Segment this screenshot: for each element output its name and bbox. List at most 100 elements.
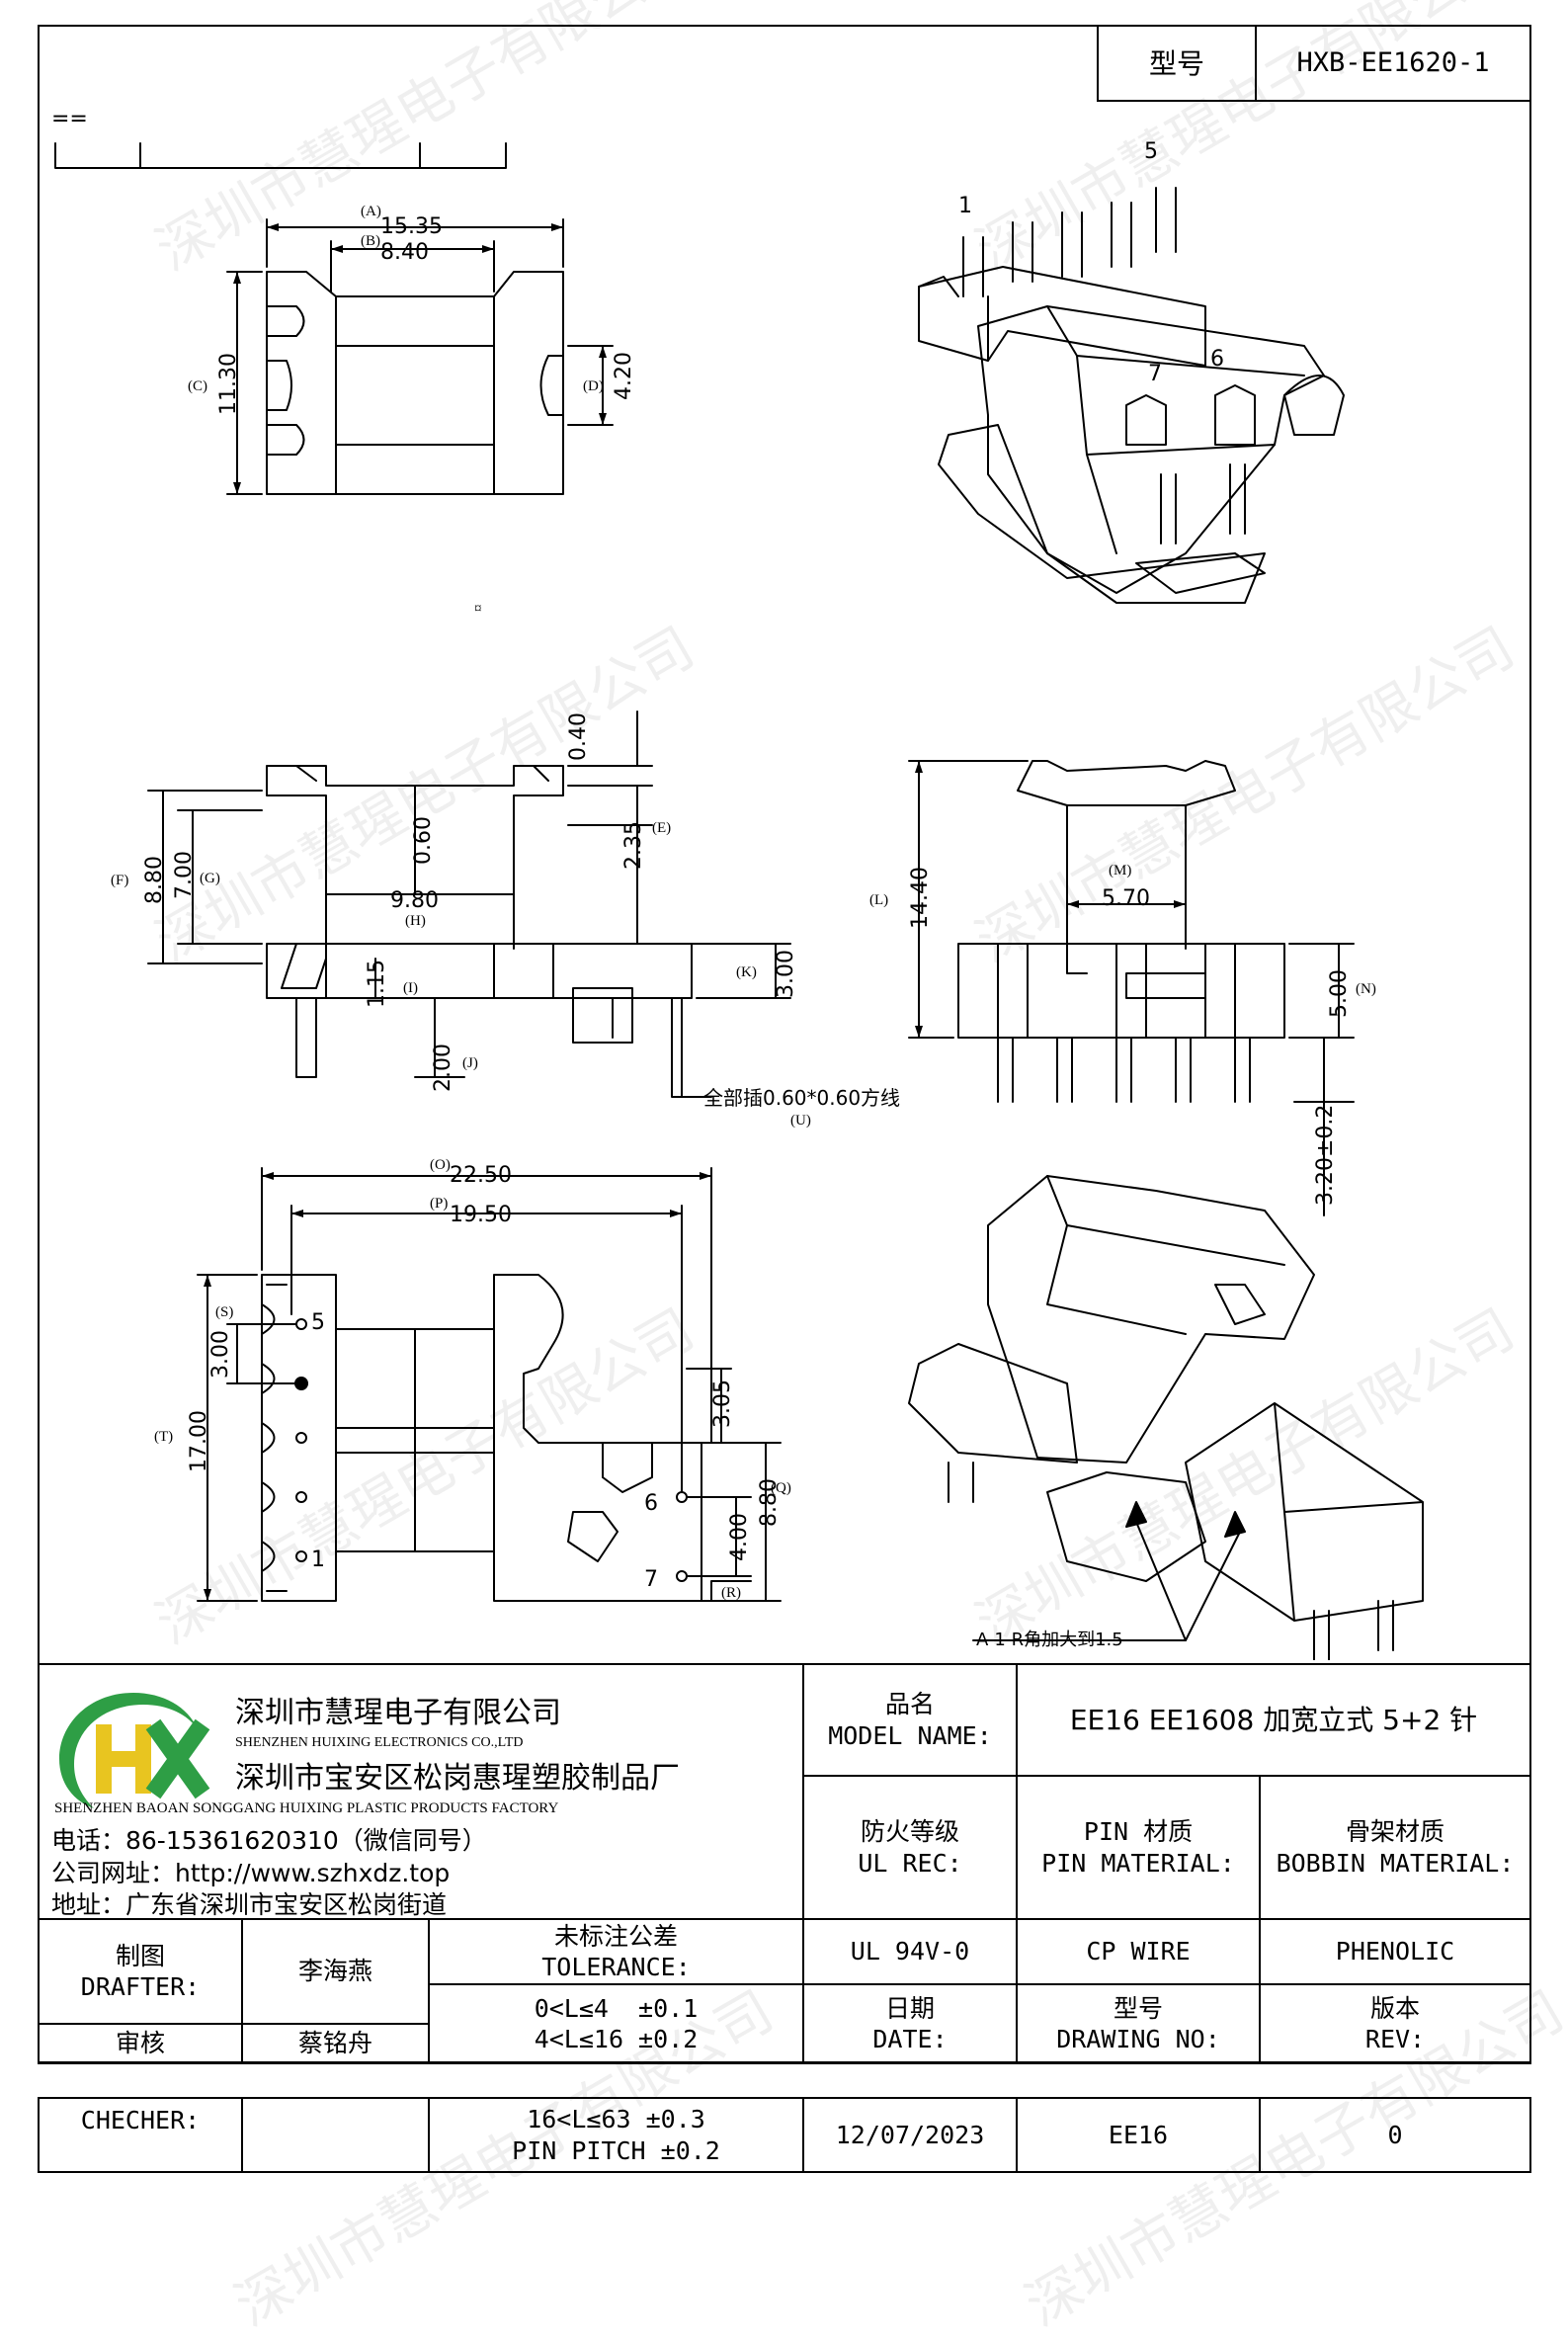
dim-c-label: (C) xyxy=(188,378,207,394)
drafter-en: DRAFTER: xyxy=(80,1972,201,2001)
date-en: DATE: xyxy=(872,2025,948,2053)
dim-m-label: (M) xyxy=(1109,863,1131,878)
factory-name-en: SHENZHEN BAOAN SONGGANG HUIXING PLASTIC … xyxy=(54,1800,559,1816)
tolerance-en: TOLERANCE: xyxy=(541,1953,691,1981)
dim-p-label: (P) xyxy=(430,1196,448,1212)
dim-k-label: (K) xyxy=(736,964,757,980)
iso-pin6: 6 xyxy=(1210,347,1224,372)
ul-rec-label: 防火等级 UL REC: xyxy=(802,1775,1018,1920)
model-name-value: EE16 EE1608 加宽立式 5+2 针 xyxy=(1016,1663,1531,1777)
ul-rec-en: UL REC: xyxy=(858,1848,962,1878)
dim-040: 0.40 xyxy=(566,712,591,761)
tol-line-4: PIN PITCH ±0.2 xyxy=(512,2135,720,2165)
dim-l-value: 14.40 xyxy=(908,867,933,929)
ul-value-text: UL 94V-0 xyxy=(850,1937,970,1966)
drawing-no-value-text: EE16 xyxy=(1108,2120,1169,2149)
dim-c-value: 11.30 xyxy=(216,353,241,415)
tolerance-values-1: 0<L≤4 ±0.1 4<L≤16 ±0.2 xyxy=(428,1983,804,2064)
dim-i-value: 1.15 xyxy=(365,960,389,1008)
date-label: 日期 DATE: xyxy=(802,1983,1018,2064)
dim-d-value: 4.20 xyxy=(612,352,636,400)
checker-empty xyxy=(241,2097,430,2173)
dim-q-value: 8.80 xyxy=(757,1478,782,1527)
rev-value: 0 xyxy=(1259,2097,1531,2173)
dim-b-label: (B) xyxy=(361,233,380,249)
dim-p-value: 19.50 xyxy=(450,1203,512,1227)
dim-f-label: (F) xyxy=(111,873,128,888)
dim-o-label: (O) xyxy=(430,1157,451,1173)
company-address: 地址：广东省深圳市宝安区松岗街道 xyxy=(51,1890,448,1919)
bottom-pin5: 5 xyxy=(311,1310,325,1335)
model-name-value-text: EE16 EE1608 加宽立式 5+2 针 xyxy=(1069,1704,1478,1736)
drawing-no-cn: 型号 xyxy=(1113,1993,1163,2023)
tol-line-3: 16<L≤63 ±0.3 xyxy=(527,2105,705,2134)
corner-note: A-1 R角加大到1.5 xyxy=(976,1630,1123,1650)
bobbin-material-label: 骨架材质 BOBBIN MATERIAL: xyxy=(1259,1775,1531,1920)
dim-i-label: (I) xyxy=(403,980,418,996)
pin-note: 全部插0.60*0.60方线 xyxy=(703,1086,900,1110)
header-model-value-text: HXB-EE1620-1 xyxy=(1296,47,1490,79)
company-website: 公司网址：http://www.szhxdz.top xyxy=(51,1859,451,1887)
checker-en: CHECHER: xyxy=(80,2106,201,2134)
tolerance-cn: 未标注公差 xyxy=(553,1921,678,1951)
tolerance-label: 未标注公差 TOLERANCE: xyxy=(428,1918,804,1985)
dim-f-value: 8.80 xyxy=(142,856,167,904)
pin-material-cn: PIN 材质 xyxy=(1083,1817,1194,1847)
date-value: 12/07/2023 xyxy=(802,2097,1018,2173)
dim-e-label: (E) xyxy=(652,820,671,836)
pin-value: CP WIRE xyxy=(1016,1918,1261,1985)
bottom-pin1: 1 xyxy=(311,1547,325,1572)
model-name-cn: 品名 xyxy=(884,1690,935,1719)
small-mark: ¤ xyxy=(474,601,482,617)
dim-d-label: (D) xyxy=(583,378,604,394)
dim-h-label: (H) xyxy=(405,913,426,929)
dim-a-value: 15.35 xyxy=(380,214,443,239)
bobbin-material-en: BOBBIN MATERIAL: xyxy=(1276,1848,1515,1878)
dim-l-label: (L) xyxy=(869,892,888,908)
pin-material-label: PIN 材质 PIN MATERIAL: xyxy=(1016,1775,1261,1920)
pin-length: 3.20±0.2 xyxy=(1313,1105,1338,1206)
dim-n-label: (N) xyxy=(1356,981,1376,997)
checker-cn: 审核 xyxy=(115,2029,165,2058)
tol-line-2: 4<L≤16 ±0.2 xyxy=(534,2025,699,2053)
dim-k-value: 3.00 xyxy=(774,950,798,998)
iso-pin5: 5 xyxy=(1144,139,1158,164)
bobbin-value: PHENOLIC xyxy=(1259,1918,1531,1985)
bobbin-value-text: PHENOLIC xyxy=(1335,1937,1455,1966)
dim-e-value: 2.35 xyxy=(621,821,646,870)
rev-en: REV: xyxy=(1364,2025,1426,2053)
bobbin-material-cn: 骨架材质 xyxy=(1345,1817,1444,1847)
dim-j-label: (J) xyxy=(462,1055,478,1071)
dim-h-value: 9.80 xyxy=(390,888,439,913)
drafter-label: 制图 DRAFTER: xyxy=(38,1918,243,2025)
drawing-no-en: DRAWING NO: xyxy=(1056,2025,1220,2053)
ul-value: UL 94V-0 xyxy=(802,1918,1018,1985)
dim-g-value: 7.00 xyxy=(172,851,197,899)
pin-value-text: CP WIRE xyxy=(1086,1937,1191,1966)
checker-name-text: 蔡铭舟 xyxy=(297,2029,372,2058)
rev-cn: 版本 xyxy=(1369,1993,1420,2023)
date-cn: 日期 xyxy=(884,1993,935,2023)
company-name-en: SHENZHEN HUIXING ELECTRONICS CO.,LTD xyxy=(235,1735,524,1750)
rev-value-text: 0 xyxy=(1387,2120,1403,2149)
pin-material-en: PIN MATERIAL: xyxy=(1041,1848,1235,1878)
dim-g-label: (G) xyxy=(200,871,220,886)
ul-rec-cn: 防火等级 xyxy=(860,1817,959,1847)
drafter-name: 李海燕 xyxy=(241,1918,430,2025)
dim-t-label: (T) xyxy=(154,1429,173,1445)
dim-u-label: (U) xyxy=(790,1113,811,1129)
dim-m-value: 5.70 xyxy=(1102,886,1150,911)
company-logo xyxy=(49,1685,217,1813)
tolerance-values-2: 16<L≤63 ±0.3 PIN PITCH ±0.2 xyxy=(428,2097,804,2173)
dim-s-label: (S) xyxy=(215,1304,233,1320)
logo-graphic xyxy=(59,1693,210,1808)
dim-t-value: 17.00 xyxy=(187,1410,211,1472)
dim-q-label: (Q) xyxy=(771,1480,791,1496)
dim-o-value: 22.50 xyxy=(450,1163,512,1188)
dim-r-label: (R) xyxy=(721,1585,741,1601)
dim-a-label: (A) xyxy=(361,204,381,219)
company-phone: 电话：86-15361620310（微信同号） xyxy=(51,1826,487,1855)
iso-pin7: 7 xyxy=(1148,362,1162,386)
drawing-no-value: EE16 xyxy=(1016,2097,1261,2173)
technical-drawing: (A) 15.35 (B) 8.40 (C) 11.30 (D) 4.20 ¤ … xyxy=(54,139,1424,1660)
